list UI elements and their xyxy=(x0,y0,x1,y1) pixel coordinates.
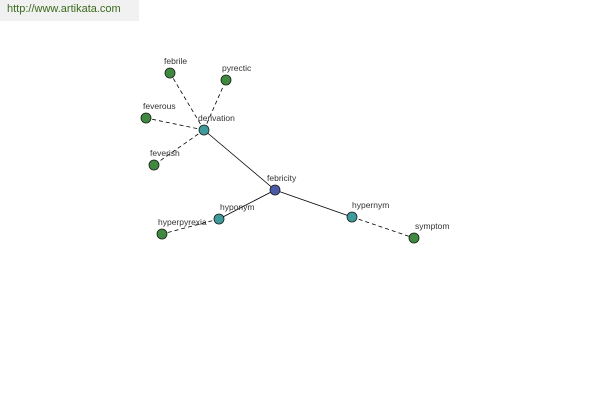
node-label-febricity: febricity xyxy=(267,173,297,183)
node-dot-feverous[interactable] xyxy=(140,112,152,124)
edges-layer xyxy=(145,72,415,239)
edge-febricity-hypernym xyxy=(274,189,353,218)
node-dot-hyperpyrexia[interactable] xyxy=(156,228,168,240)
edge-derivation-feverous xyxy=(145,117,205,131)
node-label-feverish: feverish xyxy=(150,148,180,158)
edge-hypernym-symptom xyxy=(351,216,415,239)
node-dot-pyrectic[interactable] xyxy=(220,74,232,86)
node-hypernym[interactable]: hypernym xyxy=(346,200,389,223)
site-url-link[interactable]: http://www.artikata.com xyxy=(7,3,121,15)
node-symptom[interactable]: symptom xyxy=(408,221,449,244)
node-label-symptom: symptom xyxy=(415,221,449,231)
node-feverous[interactable]: feverous xyxy=(140,101,176,124)
node-label-derivation: derivation xyxy=(198,113,235,123)
edge-hyponym-hyperpyrexia xyxy=(161,218,220,235)
node-label-feverous: feverous xyxy=(143,101,176,111)
node-dot-feverish[interactable] xyxy=(148,159,160,171)
node-hyponym[interactable]: hyponym xyxy=(213,202,255,225)
node-febricity[interactable]: febricity xyxy=(267,173,297,196)
node-dot-symptom[interactable] xyxy=(408,232,420,244)
node-hyperpyrexia[interactable]: hyperpyrexia xyxy=(156,217,207,240)
node-dot-hyponym[interactable] xyxy=(213,213,225,225)
edge-febricity-hyponym xyxy=(218,189,276,220)
node-label-hyponym: hyponym xyxy=(220,202,255,212)
edge-derivation-feverish xyxy=(153,129,205,166)
node-febrile[interactable]: febrile xyxy=(164,56,187,79)
node-dot-derivation[interactable] xyxy=(198,124,210,136)
nodes-layer: febricity derivation hyponym hypernym febril… xyxy=(140,56,449,244)
url-bar: http://www.artikata.com xyxy=(0,0,139,21)
node-label-hyperpyrexia: hyperpyrexia xyxy=(158,217,207,227)
node-dot-hypernym[interactable] xyxy=(346,211,358,223)
node-derivation[interactable]: derivation xyxy=(198,113,235,136)
node-label-hypernym: hypernym xyxy=(352,200,389,210)
node-dot-febricity[interactable] xyxy=(269,184,281,196)
edge-febricity-derivation xyxy=(203,129,276,191)
node-feverish[interactable]: feverish xyxy=(148,148,180,171)
node-label-febrile: febrile xyxy=(164,56,187,66)
edge-derivation-pyrectic xyxy=(203,79,227,131)
node-pyrectic[interactable]: pyrectic xyxy=(220,63,252,86)
node-dot-febrile[interactable] xyxy=(164,67,176,79)
node-label-pyrectic: pyrectic xyxy=(222,63,252,73)
